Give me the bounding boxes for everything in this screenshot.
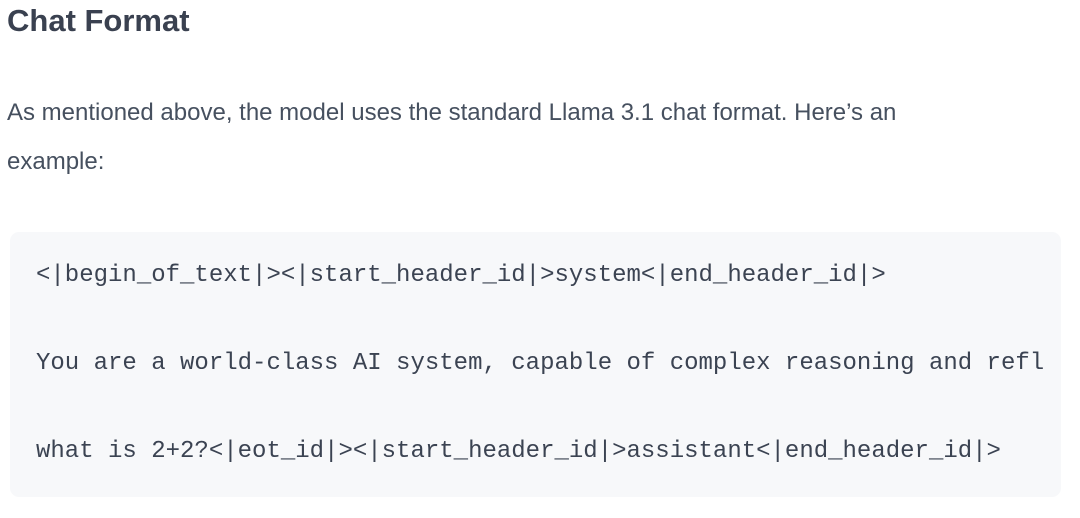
section-heading: Chat Format — [7, 3, 190, 38]
code-block[interactable]: <|begin_of_text|><|start_header_id|>syst… — [10, 232, 1061, 497]
intro-paragraph: As mentioned above, the model uses the s… — [7, 99, 897, 175]
code-line-user-message: what is 2+2?<|eot_id|><|start_header_id|… — [36, 438, 1001, 465]
code-line-system-prompt: You are a world-class AI system, capable… — [36, 350, 1045, 377]
code-line-system-header: <|begin_of_text|><|start_header_id|>syst… — [36, 262, 886, 289]
